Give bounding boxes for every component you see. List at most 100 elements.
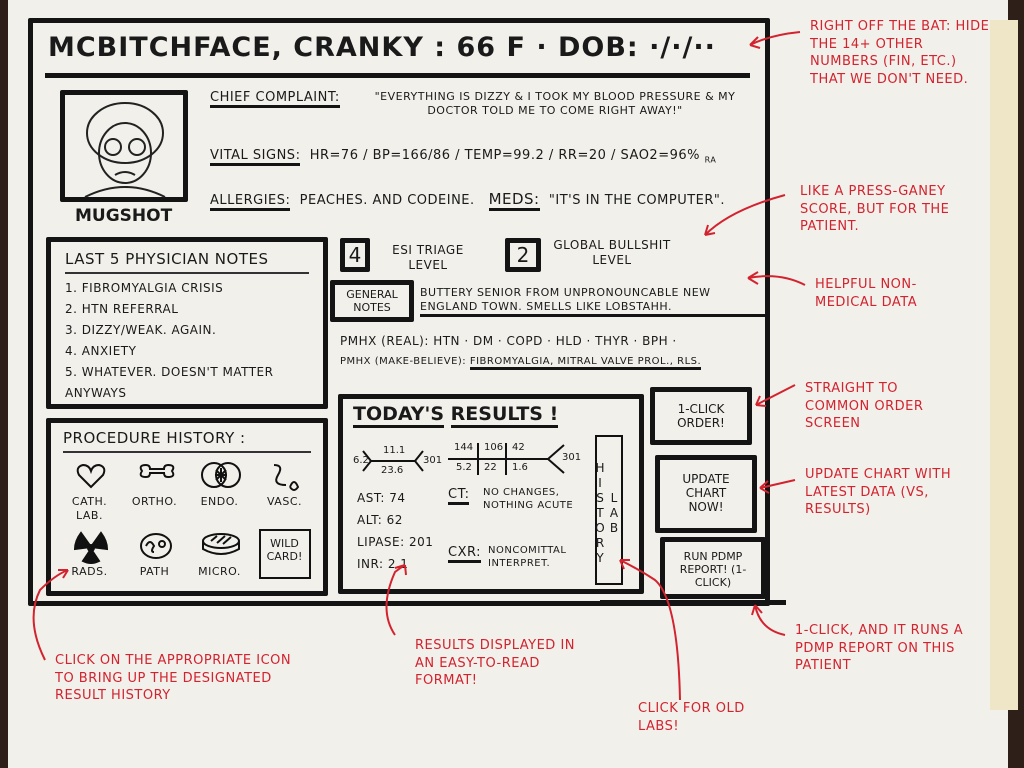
annotation-non-medical-data: Helpful non-medical data (815, 277, 918, 310)
mugshot-label: Mugshot (75, 206, 173, 226)
results-title-a: Today's (353, 403, 445, 428)
pmh-makebelieve: PMHx (Make-believe): Fibromyalgia, Mitra… (340, 356, 702, 370)
physician-note-item[interactable]: 2. HTN referral (65, 301, 179, 316)
general-notes-value: Buttery senior from unpronouncable New E… (420, 286, 765, 317)
ct-value: No changes, nothing acute (483, 487, 574, 511)
procedure-endoscopy[interactable]: Endo. (187, 455, 252, 523)
lab-history-button[interactable]: Lab History (593, 435, 623, 585)
vital-sao2: SaO2=96% (620, 148, 700, 163)
allergies-meds-row: Allergies: Peaches. and codeine. Meds: "… (210, 190, 726, 211)
procedure-radiation[interactable]: Rads. (57, 525, 122, 593)
procedure-history-title: Procedure History : (63, 429, 311, 453)
cbc-plt: 301 (423, 455, 443, 466)
radiation-icon (73, 531, 109, 564)
pmh-real-value: HTN · DM · COPD · HLD · THYR · BPH · (433, 334, 677, 348)
pathology-icon (140, 532, 172, 559)
lab-value: AST: 74 (357, 491, 406, 505)
paper-edge (990, 20, 1018, 710)
vital-hr: HR=76 (309, 148, 359, 163)
vital-rr: RR=20 (558, 148, 607, 163)
bmp-cr: 1.6 (512, 462, 528, 473)
chief-complaint-label: Chief Complaint: (210, 90, 340, 108)
vessel-icon (273, 463, 300, 491)
paper-sheet (8, 0, 1008, 768)
physician-note-item[interactable]: 4. Anxiety (65, 343, 137, 358)
cbc-fishbone: 6.2 11.1 23.6 301 (353, 441, 442, 481)
procedure-petri-dish[interactable]: Micro. (187, 525, 252, 593)
annotation-order-screen: Straight to common order screen (805, 381, 924, 432)
vital-signs: Vital Signs: HR=76 / BP=166/86 / Temp=99… (210, 148, 717, 166)
global-bs-level-value: 2 (505, 238, 541, 272)
cxr-result: CXR: (448, 545, 481, 563)
procedure-heart[interactable]: Cath. Lab. (57, 455, 122, 523)
procedure-bone[interactable]: Ortho. (122, 455, 187, 523)
results-title: Today's Results ! (353, 403, 559, 428)
cbc-wbc: 6.2 (353, 455, 369, 466)
pmh-makebelieve-value: Fibromyalgia, Mitral valve prol., RLS. (469, 356, 702, 370)
global-bs-level-label: Global Bullshit Level (553, 238, 671, 267)
procedure-label: Ortho. (131, 494, 178, 508)
dob-label: DOB: (557, 32, 639, 63)
one-click-order-button[interactable]: 1-Click Order! (650, 387, 752, 445)
header-divider (45, 73, 750, 78)
physician-note-item[interactable]: 5. Whatever. Doesn't matter anyways (65, 364, 274, 400)
chief-complaint: Chief Complaint: (210, 90, 340, 108)
meds-value: "It's in the computer". (548, 193, 726, 208)
procedure-pathology[interactable]: Path (122, 525, 187, 593)
vital-bp: BP=166/86 (372, 148, 451, 163)
annotation-press-ganey: Like a Press-Ganey score, but for the pa… (800, 184, 950, 235)
annotation-procedure-icons: Click on the appropriate icon to bring u… (55, 653, 292, 704)
dob-value: ·/·/·· (649, 32, 716, 63)
pmh-real: PMHx (Real): HTN · DM · COPD · HLD · THY… (340, 334, 677, 349)
annotation-hide-numbers: Right off the bat: hide the 14+ other nu… (810, 19, 990, 87)
petri-dish-icon (202, 532, 240, 555)
meds-label: Meds: (488, 190, 540, 211)
cbc-hct: 23.6 (381, 465, 404, 476)
ct-result: CT: (448, 487, 470, 505)
procedure-label: Endo. (200, 494, 239, 508)
allergies-label: Allergies: (210, 193, 291, 211)
bmp-bun: 42 (512, 442, 525, 453)
vital-signs-label: Vital Signs: (210, 148, 301, 166)
endoscopy-icon (201, 461, 241, 488)
procedure-wild-card[interactable]: Wild Card! (252, 525, 317, 593)
main-frame (28, 18, 770, 606)
procedure-label: Rads. (71, 564, 108, 578)
annotation-old-labs: Click for old labs! (638, 701, 745, 734)
bmp-fishbone: 144 106 42 5.2 22 1.6 301 (448, 439, 598, 479)
physician-note-item[interactable]: 3. Dizzy/weak. Again. (65, 322, 217, 337)
procedure-label: Path (139, 564, 170, 578)
age-sex: 66 F (456, 32, 526, 63)
vital-temp: Temp=99.2 (464, 148, 545, 163)
annotation-pdmp: 1-click, and it runs a PDMP report on th… (795, 623, 964, 674)
procedure-label: Micro. (198, 564, 241, 578)
cbc-hgb: 11.1 (383, 445, 406, 456)
run-pdmp-report-button[interactable]: Run PDMP Report! (1-Click) (660, 537, 766, 599)
update-chart-button[interactable]: Update Chart Now! (655, 455, 757, 533)
lab-value: ALT: 62 (357, 513, 403, 527)
mugshot-frame[interactable] (60, 90, 188, 202)
bmp-k: 5.2 (456, 462, 472, 473)
ct-label: CT: (448, 487, 470, 505)
cxr-value: Noncomittal interpret. (488, 545, 567, 569)
heart-icon (76, 463, 106, 489)
frame-bottom-extension (600, 600, 786, 605)
patient-header: McBitchface, Cranky : 66 F · DOB: ·/·/·· (48, 32, 716, 63)
procedure-label: Vasc. (266, 494, 302, 508)
procedure-history-panel: Procedure History : Cath. Lab. Ortho. Endo… (46, 418, 328, 596)
annotation-results-format: Results displayed in an easy-to-read for… (415, 638, 576, 689)
bone-icon (139, 463, 175, 478)
physician-note-item[interactable]: 1. Fibromyalgia crisis (65, 280, 224, 295)
esi-triage-label: ESI Triage Level (392, 243, 464, 272)
pmh-makebelieve-label: PMHx (Make-believe): (340, 356, 467, 367)
patient-face-icon (84, 102, 166, 198)
allergies-value: Peaches. and codeine. (299, 193, 475, 208)
bmp-co2: 22 (484, 462, 497, 473)
general-notes-label: General Notes (330, 280, 414, 322)
chief-complaint-value: "Everything is dizzy & I took my blood p… (374, 90, 736, 117)
cxr-label: CXR: (448, 545, 481, 563)
procedure-vessel[interactable]: Vasc. (252, 455, 317, 523)
physician-notes-panel: Last 5 Physician Notes 1. Fibromyalgia c… (46, 237, 328, 409)
bmp-glucose: 301 (562, 452, 582, 463)
